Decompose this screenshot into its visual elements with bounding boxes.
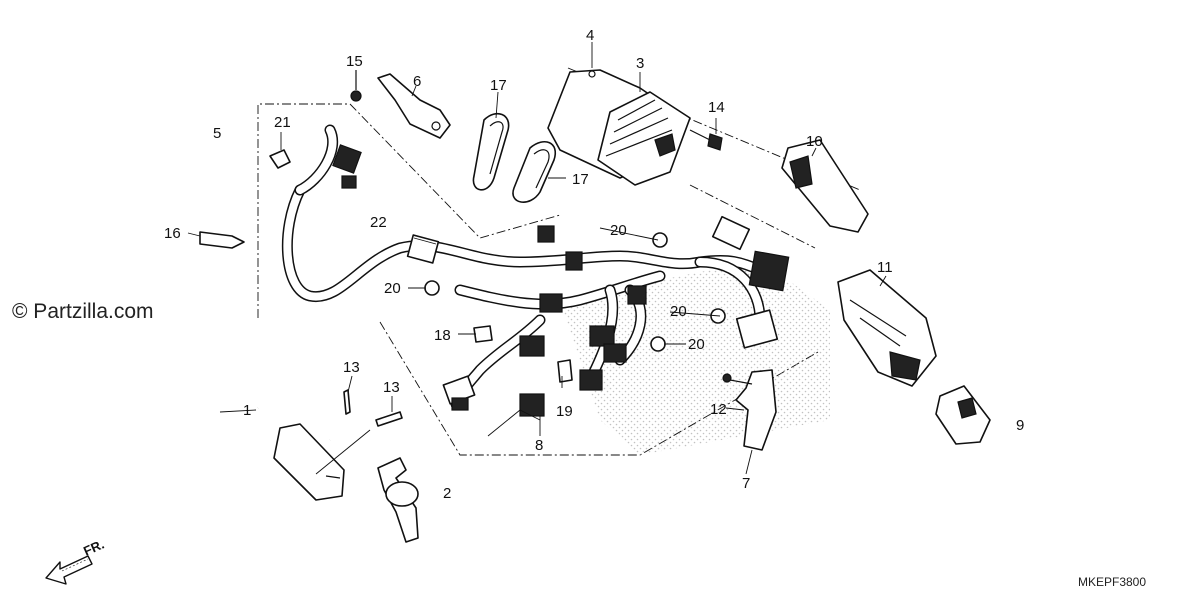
callout-6: 6	[413, 73, 421, 90]
part-3-regulator	[597, 91, 691, 186]
front-label: FR.	[81, 537, 106, 559]
part-16-sensor	[187, 231, 245, 249]
callout-labels: 1 2 3 4 5 6 7 8 9 10 11 12 13 13 14 15 1…	[164, 27, 1024, 502]
callout-10: 10	[806, 133, 823, 150]
callout-16: 16	[164, 225, 181, 242]
diagram-code: MKEPF3800	[1078, 575, 1146, 589]
copyright-text: © Partzilla.com	[12, 300, 154, 323]
callout-9: 9	[1016, 417, 1024, 434]
part-9-connector	[935, 385, 991, 445]
part-2-spark-plug-cap	[377, 457, 419, 543]
front-direction-marker: FR.	[45, 537, 106, 585]
callout-20d: 20	[688, 336, 705, 353]
part-14-bolt	[689, 129, 723, 151]
part-10-cover	[781, 139, 869, 233]
front-direction-arrow-icon	[45, 555, 93, 585]
callout-18: 18	[434, 327, 451, 344]
callout-20a: 20	[610, 222, 627, 239]
callout-1: 1	[243, 402, 251, 419]
callout-11: 11	[877, 259, 893, 276]
part-21-clip	[269, 132, 291, 169]
callout-14: 14	[708, 99, 725, 116]
part-20-clamps	[424, 232, 726, 352]
callout-22: 22	[370, 214, 387, 231]
part-13-bolts	[343, 389, 403, 427]
part-6-bracket	[377, 73, 451, 139]
callout-13b: 13	[383, 379, 400, 396]
callout-2: 2	[443, 485, 451, 502]
leader-lines	[219, 42, 887, 475]
part-17-band-a	[472, 112, 510, 191]
callout-19: 19	[556, 403, 573, 420]
part-18-clip	[473, 325, 493, 343]
callout-13a: 13	[343, 359, 360, 376]
part-22-wire-harness	[281, 124, 790, 417]
part-1-ignition-coil	[256, 395, 345, 501]
callout-8: 8	[535, 437, 543, 454]
callout-20c: 20	[670, 303, 687, 320]
part-19-clip	[557, 359, 573, 383]
callout-15: 15	[346, 53, 363, 70]
callout-21: 21	[274, 114, 291, 131]
part-17-band-b	[512, 140, 557, 203]
callout-5: 5	[213, 125, 221, 142]
callout-3: 3	[636, 55, 644, 72]
callout-17a: 17	[490, 77, 507, 94]
callout-4: 4	[586, 27, 594, 44]
part-7-bracket	[722, 369, 777, 451]
callout-12: 12	[710, 401, 727, 418]
part-11-relay-box	[837, 269, 937, 387]
callout-20b: 20	[384, 280, 401, 297]
part-15-screw	[350, 70, 362, 102]
callout-7: 7	[742, 475, 750, 492]
callout-17b: 17	[572, 171, 589, 188]
